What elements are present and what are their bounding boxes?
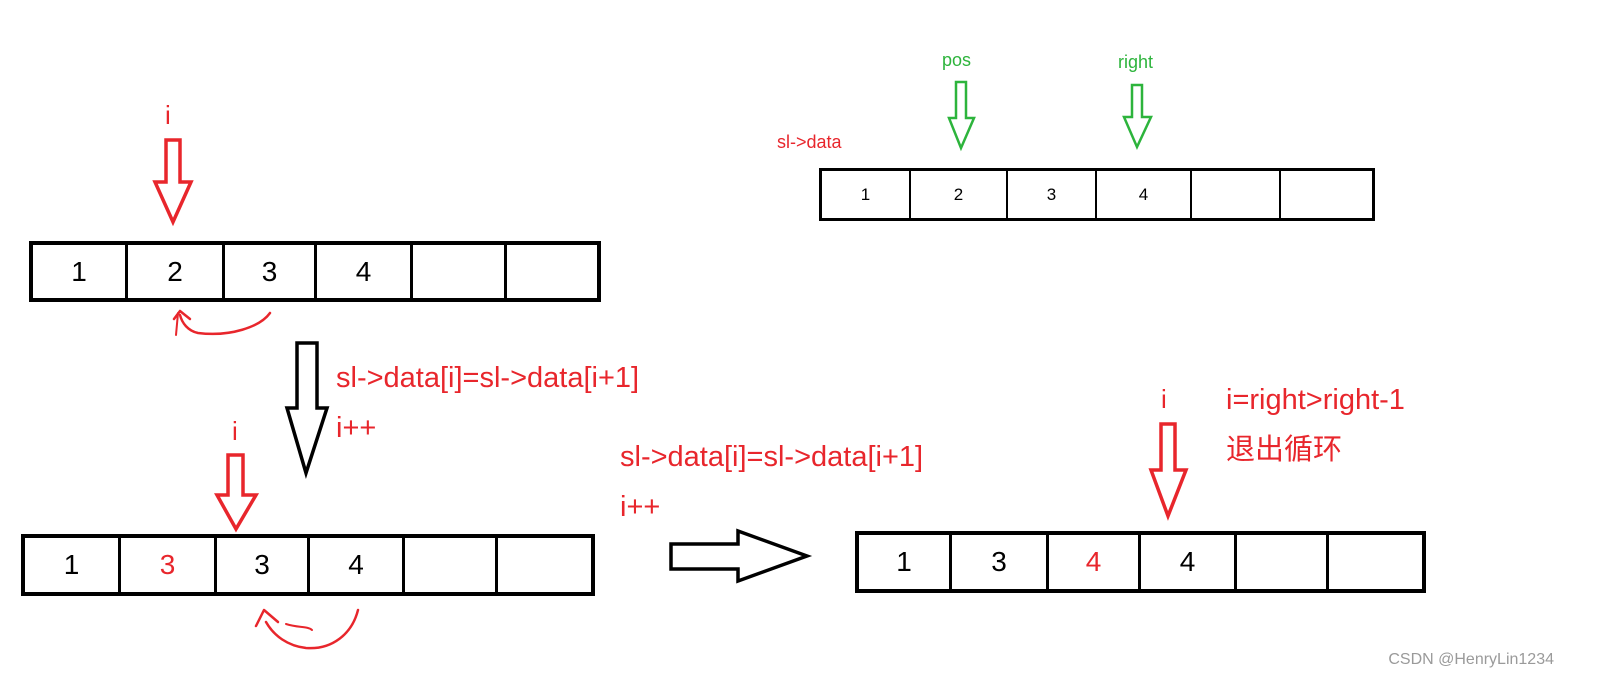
pos-label: pos bbox=[942, 50, 972, 70]
array-cell bbox=[1237, 535, 1329, 589]
exit-loop-text: 退出循环 bbox=[1226, 434, 1343, 466]
pointer-i-label-3: i bbox=[1161, 384, 1167, 414]
array-cell: 2 bbox=[911, 171, 1008, 218]
array-top-left: 1 2 3 4 bbox=[29, 241, 601, 302]
array-bottom-left: 1 3 3 4 bbox=[21, 534, 595, 596]
array-bottom-right: 1 3 4 4 bbox=[855, 531, 1426, 593]
array-label: sl->data bbox=[777, 132, 842, 152]
exit-condition: i=right>right-1 bbox=[1226, 384, 1405, 416]
array-cell: 1 bbox=[859, 535, 952, 589]
array-cell: 3 bbox=[225, 245, 317, 298]
array-top-right: 1 2 3 4 bbox=[819, 168, 1375, 221]
array-cell bbox=[1192, 171, 1281, 218]
array-cell bbox=[405, 538, 498, 592]
array-cell: 1 bbox=[25, 538, 121, 592]
down-arrow-icon bbox=[152, 138, 194, 227]
step-2-code: sl->data[i]=sl->data[i+1] bbox=[620, 441, 924, 473]
array-cell bbox=[413, 245, 507, 298]
array-cell bbox=[498, 538, 591, 592]
array-cell: 1 bbox=[33, 245, 128, 298]
right-arrow-icon bbox=[669, 528, 813, 584]
step-1-code: sl->data[i]=sl->data[i+1] bbox=[336, 362, 640, 394]
array-cell-updated: 4 bbox=[1049, 535, 1141, 589]
down-arrow-icon bbox=[1148, 422, 1189, 521]
array-cell: 4 bbox=[310, 538, 405, 592]
array-cell bbox=[1281, 171, 1372, 218]
array-cell: 3 bbox=[952, 535, 1049, 589]
watermark: CSDN @HenryLin1234 bbox=[1388, 651, 1554, 668]
down-arrow-icon bbox=[1122, 83, 1153, 151]
array-cell bbox=[1329, 535, 1422, 589]
array-cell: 2 bbox=[128, 245, 225, 298]
down-arrow-icon bbox=[284, 341, 330, 479]
down-arrow-icon bbox=[947, 80, 976, 152]
right-label: right bbox=[1118, 52, 1154, 72]
curved-arrow-icon bbox=[172, 309, 272, 336]
array-cell: 3 bbox=[1008, 171, 1097, 218]
down-arrow-icon bbox=[214, 453, 260, 533]
array-cell: 4 bbox=[1097, 171, 1192, 218]
array-cell: 4 bbox=[1141, 535, 1237, 589]
step-2-increment: i++ bbox=[620, 491, 661, 523]
array-cell-updated: 3 bbox=[121, 538, 217, 592]
array-cell: 1 bbox=[822, 171, 911, 218]
curved-arrow-icon bbox=[254, 608, 360, 650]
array-cell: 3 bbox=[217, 538, 310, 592]
array-cell: 4 bbox=[317, 245, 413, 298]
array-cell bbox=[507, 245, 597, 298]
pointer-i-label-1: i bbox=[165, 100, 171, 130]
pointer-i-label-2: i bbox=[232, 416, 238, 446]
step-1-increment: i++ bbox=[336, 412, 377, 444]
